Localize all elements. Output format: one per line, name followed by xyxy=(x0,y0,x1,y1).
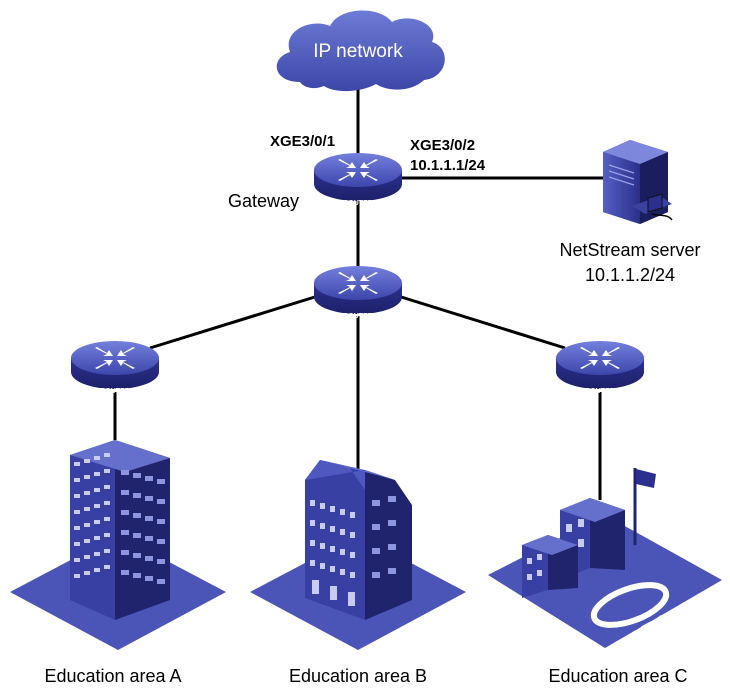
router-icon xyxy=(314,153,402,201)
gateway-label: Gateway xyxy=(228,191,299,211)
area-a-label: Education area A xyxy=(44,666,181,686)
router-icon xyxy=(556,341,644,389)
link-core-router-c xyxy=(397,294,566,350)
router-icon xyxy=(71,341,159,389)
router-c: ROUTER xyxy=(556,341,644,395)
core-router: ROUTER xyxy=(314,266,402,320)
router-text: ROUTER xyxy=(343,200,373,207)
area-b-label: Education area B xyxy=(289,666,427,686)
ip-network-cloud: IP network xyxy=(276,10,445,92)
router-text: ROUTER xyxy=(585,388,615,395)
netstream-server-icon xyxy=(603,140,673,224)
router-icon xyxy=(314,266,402,314)
router-text: ROUTER xyxy=(343,313,373,320)
router-text: ROUTER xyxy=(100,388,130,395)
connection-lines xyxy=(113,85,605,500)
port-right-ip-label: 10.1.1.1/24 xyxy=(410,157,486,174)
education-area-b-building xyxy=(250,460,466,650)
link-core-router-a xyxy=(149,294,319,350)
port-right-label: XGE3/0/2 xyxy=(410,137,475,154)
gateway-router: ROUTER xyxy=(314,153,402,207)
education-area-c-campus: Education xyxy=(488,468,730,648)
server-ip-label: 10.1.1.2/24 xyxy=(585,265,675,285)
cloud-label: IP network xyxy=(313,41,403,62)
area-c-label: Education area C xyxy=(548,666,687,686)
port-left-label: XGE3/0/1 xyxy=(270,133,335,150)
router-a: ROUTER xyxy=(71,341,159,395)
server-name-label: NetStream server xyxy=(559,240,700,260)
education-area-a-building xyxy=(10,440,226,650)
